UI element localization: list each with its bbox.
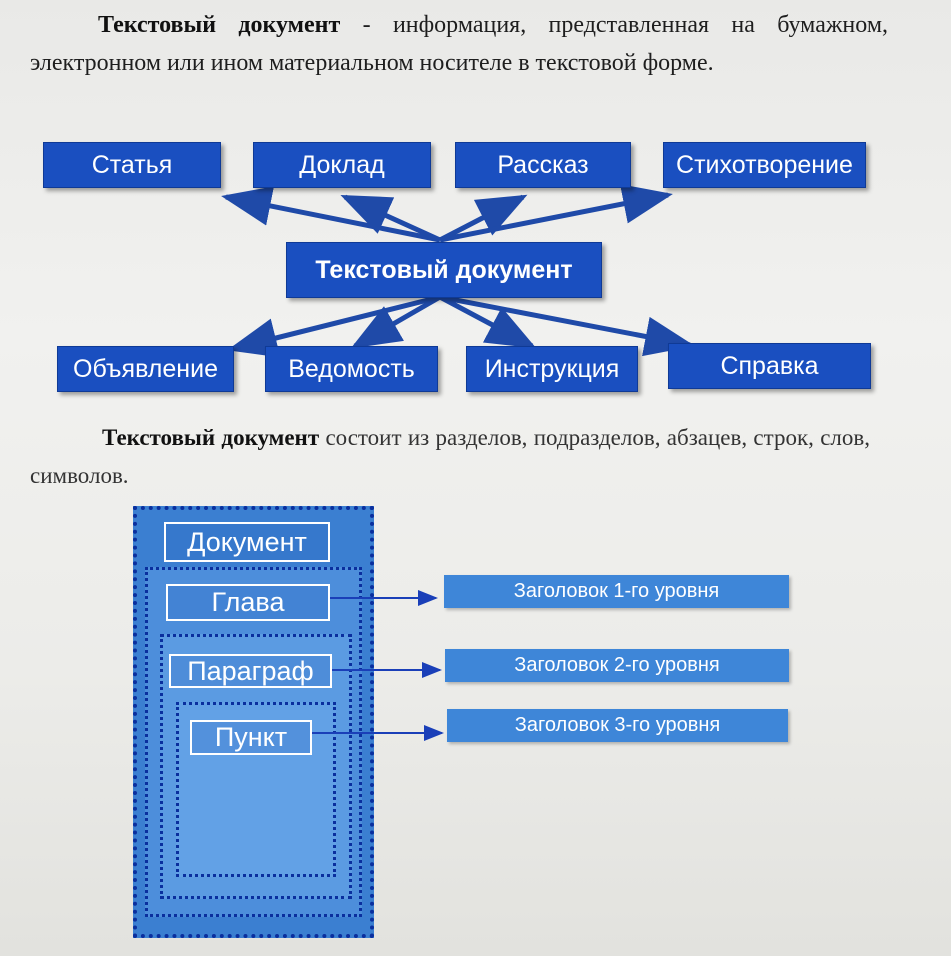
- box-rasskaz: Рассказ: [455, 142, 631, 188]
- arrow-to-instrukciya: [438, 294, 537, 349]
- box-obyavlenie: Объявление: [57, 346, 234, 392]
- arrow-to-spravka: [439, 294, 695, 357]
- box-doklad: Доклад: [253, 142, 431, 188]
- heading-level-3: Заголовок 3-го уровня: [447, 709, 788, 742]
- definition-term: Текстовый документ: [98, 12, 341, 38]
- arrow-to-vedomost: [350, 294, 442, 349]
- level-document: Документ: [164, 522, 330, 562]
- box-center-document: Текстовый документ: [286, 242, 602, 298]
- structure-text: состоит из разделов, подразделов, абзаце…: [30, 425, 871, 488]
- level-chapter: Глава: [166, 584, 330, 621]
- arrow-to-doklad: [340, 194, 442, 243]
- arrow-to-rasskaz: [438, 194, 528, 243]
- heading-level-2: Заголовок 2-го уровня: [445, 649, 789, 682]
- box-vedomost: Ведомость: [265, 346, 438, 392]
- structure-term: Текстовый документ: [102, 425, 320, 450]
- definition-paragraph: Текстовый документ - информация, предста…: [30, 6, 888, 82]
- box-spravka: Справка: [668, 343, 871, 389]
- level-item: Пункт: [190, 720, 312, 755]
- nest-item: [176, 702, 336, 877]
- arrow-to-statya: [221, 186, 441, 243]
- definition-text: - информация, представленная на бумажном…: [30, 12, 889, 76]
- arrow-to-obyavlenie: [227, 294, 441, 358]
- structure-paragraph: Текстовый документ состоит из разделов, …: [30, 419, 870, 495]
- arrow-to-stikhotvorenie: [439, 184, 673, 243]
- box-stikhotvorenie: Стихотворение: [663, 142, 866, 188]
- heading-level-1: Заголовок 1-го уровня: [444, 575, 789, 608]
- box-statya: Статья: [43, 142, 221, 188]
- box-instrukciya: Инструкция: [466, 346, 638, 392]
- level-paragraph: Параграф: [169, 654, 332, 688]
